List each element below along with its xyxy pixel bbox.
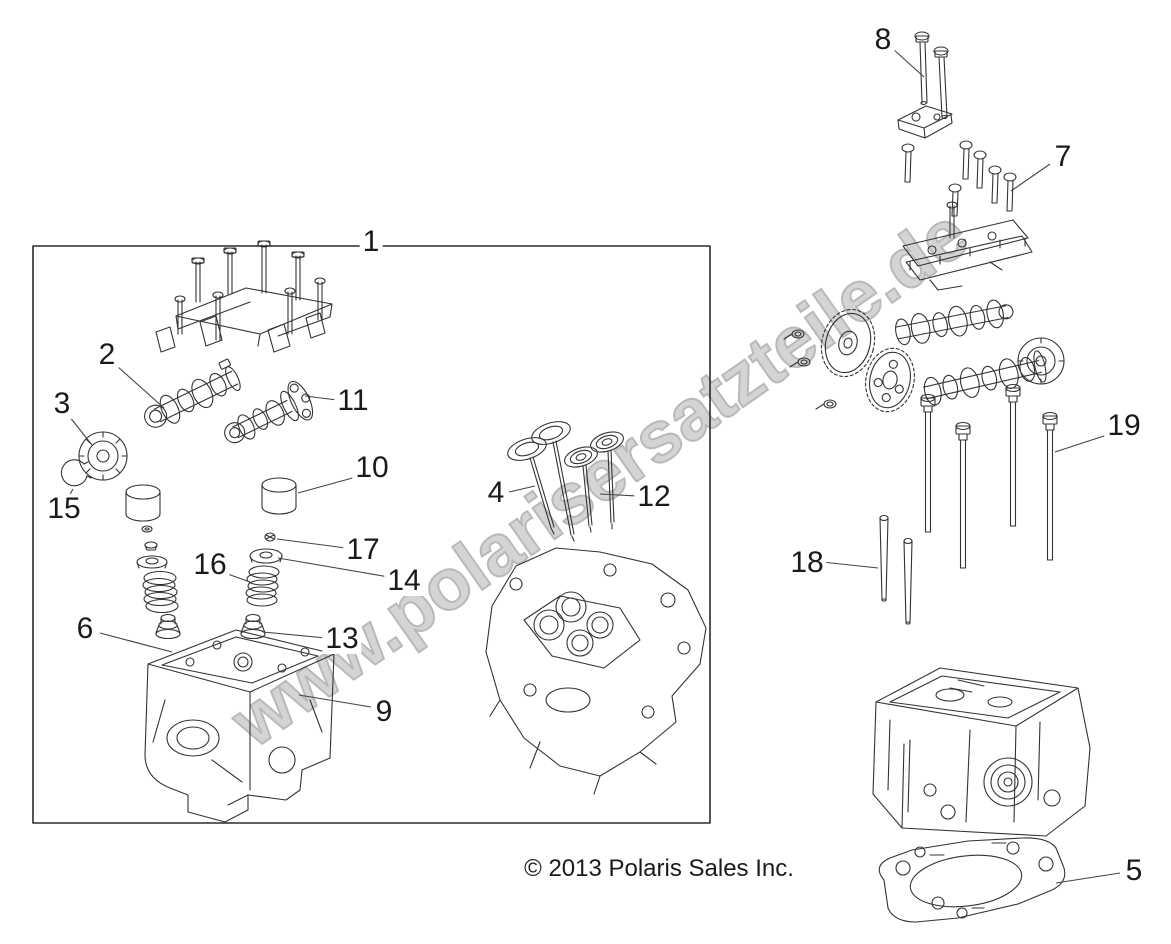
leader-line-10 <box>298 477 356 493</box>
callout-13: 13 <box>322 624 362 654</box>
callout-11: 11 <box>334 386 372 416</box>
callout-8: 8 <box>871 25 895 55</box>
cam-sprocket-small <box>860 344 920 417</box>
cylinder-head-center <box>486 548 706 794</box>
callout-6: 6 <box>73 614 97 644</box>
leader-line-7 <box>1011 164 1050 191</box>
callout-17: 17 <box>343 535 383 565</box>
snap-ring-15 <box>61 460 91 486</box>
small-bolts-right <box>784 330 836 409</box>
tappet-bucket-left <box>126 485 160 521</box>
dowel-pins-18 <box>880 516 912 625</box>
exhaust-valves-12 <box>562 428 626 532</box>
callout-9: 9 <box>372 697 396 727</box>
callout-19: 19 <box>1104 411 1144 441</box>
short-bolts-7 <box>902 141 1016 216</box>
callout-14: 14 <box>384 566 424 596</box>
valve-stack-right <box>241 533 282 639</box>
callout-2: 2 <box>95 340 119 370</box>
leader-line-13 <box>263 632 326 638</box>
cam-carrier-assembly <box>903 202 1032 290</box>
head-gasket-5 <box>879 838 1065 922</box>
callout-15: 15 <box>44 494 84 524</box>
leader-line-4 <box>509 486 535 492</box>
leader-line-5 <box>1056 873 1120 883</box>
callout-3: 3 <box>50 389 74 419</box>
cam-phaser-3 <box>79 432 127 480</box>
cam-phaser-right <box>1018 338 1064 384</box>
intake-valves-4 <box>505 417 574 541</box>
camshaft-bottom-right <box>921 350 1048 409</box>
valve-stack-left <box>137 526 180 639</box>
leader-line-11 <box>305 396 337 400</box>
callout-16: 16 <box>190 550 230 580</box>
leader-line-3 <box>69 416 92 445</box>
tappet-bucket-right <box>262 478 296 514</box>
callout-1: 1 <box>359 227 383 257</box>
callout-7: 7 <box>1051 142 1075 172</box>
leader-line-18 <box>822 562 878 568</box>
callout-18: 18 <box>787 548 827 578</box>
head-bolts-19 <box>921 385 1057 569</box>
leader-line-19 <box>1055 434 1110 452</box>
leader-line-8 <box>893 49 924 77</box>
camshaft-top-right <box>893 296 1016 348</box>
callout-12: 12 <box>634 482 674 512</box>
callout-5: 5 <box>1122 856 1146 886</box>
camshaft-2 <box>137 358 244 434</box>
leader-line-9 <box>299 695 371 707</box>
copyright-text: © 2013 Polaris Sales Inc. <box>524 855 794 882</box>
leader-line-17 <box>277 539 346 548</box>
callout-4: 4 <box>484 478 508 508</box>
rocker-carrier-assembly <box>156 241 332 352</box>
bracket-plate <box>898 106 952 138</box>
leader-line-14 <box>278 558 389 577</box>
cylinder-head-right <box>873 668 1090 836</box>
cylinder-head-left <box>145 630 334 822</box>
leader-line-2 <box>118 367 164 408</box>
carrier-bolts <box>175 241 325 340</box>
leader-line-12 <box>600 494 637 496</box>
cam-sprocket-large <box>814 303 882 382</box>
leader-line-6 <box>100 633 172 652</box>
callout-10: 10 <box>352 453 392 483</box>
